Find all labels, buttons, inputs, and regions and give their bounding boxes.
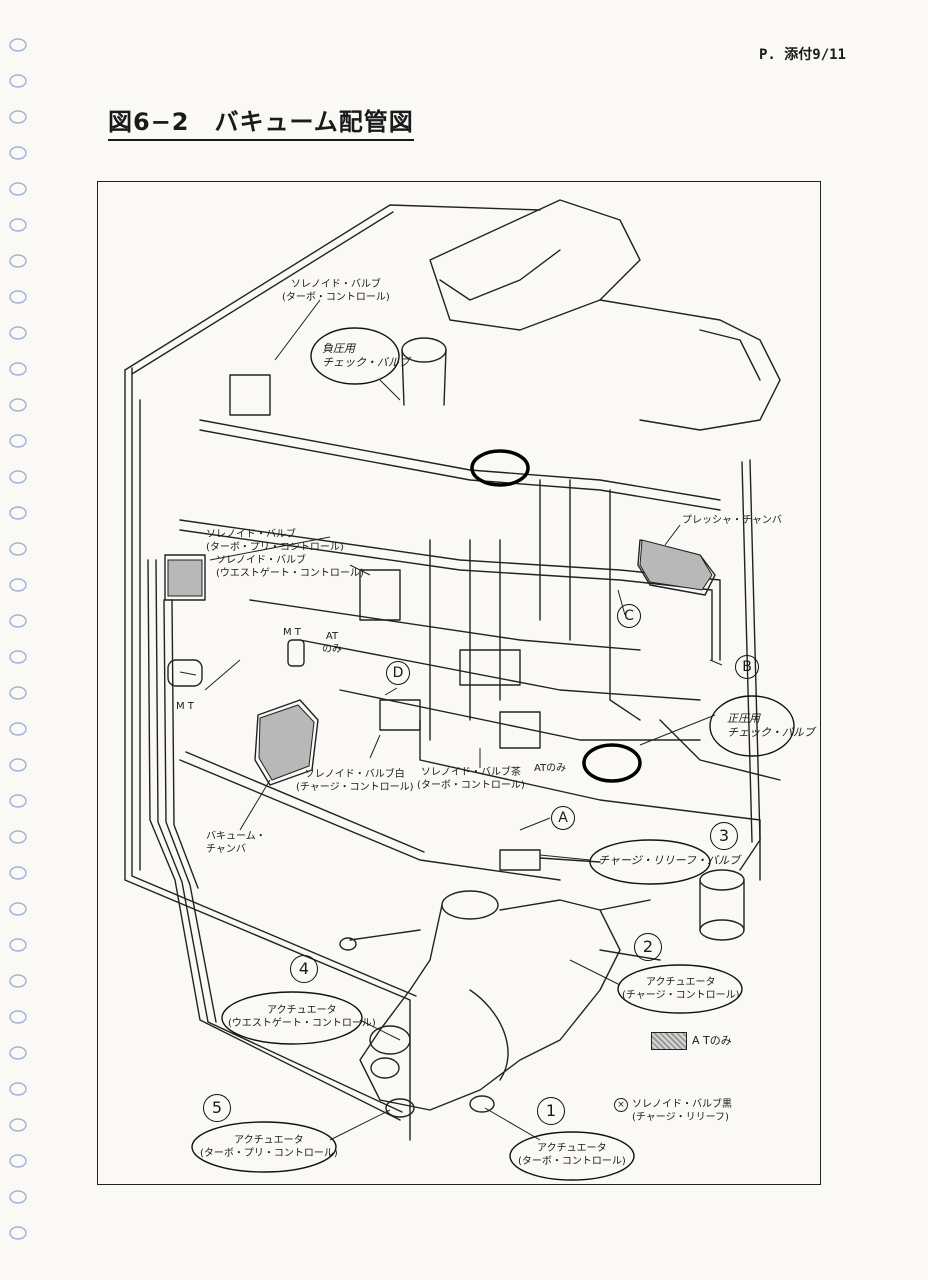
binder-hole: [9, 506, 27, 520]
page-title: 図6−2 バキューム配管図: [108, 102, 414, 141]
binder-hole: [9, 722, 27, 736]
label-solenoid-wastegate: ソレノイド・バルブ(ウエストゲート・コントロール): [216, 555, 364, 579]
binder-hole: [9, 1010, 27, 1024]
binder-hole: [9, 326, 27, 340]
binder-hole: [9, 650, 27, 664]
marker-a: A: [551, 806, 575, 830]
binder-hole: [9, 398, 27, 412]
binder-hole: [9, 290, 27, 304]
binder-hole: [9, 1082, 27, 1096]
binder-hole: [9, 902, 27, 916]
binder-hole: [9, 110, 27, 124]
legend-at-only-label: A Tのみ: [692, 1034, 732, 1047]
label-solenoid-white: ソレノイド・バルブ白(チャージ・コントロール): [296, 769, 414, 793]
binder-hole: [9, 614, 27, 628]
binder-hole: [9, 470, 27, 484]
binder-hole: [9, 794, 27, 808]
binder-hole: [9, 938, 27, 952]
legend-at-only-swatch: [651, 1032, 687, 1050]
page-number: P. 添付9/11: [758, 47, 846, 63]
binder-hole: [9, 362, 27, 376]
marker-2: 2: [634, 933, 662, 961]
binder-hole: [9, 1046, 27, 1060]
label-solenoid-brown: ソレノイド・バルブ茶(ターボ・コントロール): [417, 767, 525, 791]
marker-b: B: [735, 655, 759, 679]
label-solenoid-turbo-control: ソレノイド・バルブ(ターボ・コントロール): [282, 279, 390, 303]
legend-solenoid-black-icon: ×: [614, 1098, 628, 1112]
binder-hole: [9, 686, 27, 700]
label-actuator-charge: アクチュエータ(チャージ・コントロール): [622, 977, 740, 1001]
label-vacuum-chamber: バキューム・チャンバ: [206, 831, 266, 855]
label-at-only-mid: ATのみ: [534, 763, 567, 774]
label-actuator-wastegate: アクチュエータ(ウエストゲート・コントロール): [228, 1005, 376, 1029]
label-actuator-turbo: アクチュエータ(ターボ・コントロール): [518, 1143, 626, 1167]
binder-hole: [9, 578, 27, 592]
marker-d: D: [386, 661, 410, 685]
binder-hole: [9, 974, 27, 988]
label-positive-check-valve: 正圧用チェック・バルブ: [727, 712, 815, 739]
diagram-frame: [97, 181, 821, 1185]
binder-hole: [9, 866, 27, 880]
binder-hole: [9, 758, 27, 772]
binder-hole: [9, 830, 27, 844]
binder-hole: [9, 38, 27, 52]
marker-5: 5: [203, 1094, 231, 1122]
binder-hole: [9, 542, 27, 556]
binder-hole: [9, 1190, 27, 1204]
marker-4: 4: [290, 955, 318, 983]
label-mt-upper: M T: [283, 627, 301, 638]
binder-hole: [9, 1226, 27, 1240]
marker-3: 3: [710, 822, 738, 850]
binder-hole: [9, 74, 27, 88]
binder-hole: [9, 218, 27, 232]
label-actuator-turbo-pre: アクチュエータ(ターボ・プリ・コントロール): [200, 1135, 338, 1159]
binder-hole: [9, 1118, 27, 1132]
binder-hole: [9, 434, 27, 448]
binder-hole: [9, 1154, 27, 1168]
label-pressure-chamber: プレッシャ・チャンバ: [682, 515, 782, 526]
marker-1: 1: [537, 1097, 565, 1125]
label-mt-lower: M T: [176, 701, 194, 712]
label-solenoid-turbo-pre: ソレノイド・バルブ(ターボ・プリ・コントロール): [206, 529, 344, 553]
binder-hole: [9, 182, 27, 196]
label-charge-relief-valve: チャージ・リリーフ・バルブ: [598, 854, 741, 867]
binder-hole: [9, 254, 27, 268]
marker-c: C: [617, 604, 641, 628]
legend-solenoid-black-label: ソレノイド・バルブ黒(チャージ・リリーフ): [632, 1099, 732, 1123]
binder-hole: [9, 146, 27, 160]
binder-holes: [9, 38, 27, 1240]
label-negative-check-valve: 負圧用チェック・バルブ: [322, 342, 410, 369]
